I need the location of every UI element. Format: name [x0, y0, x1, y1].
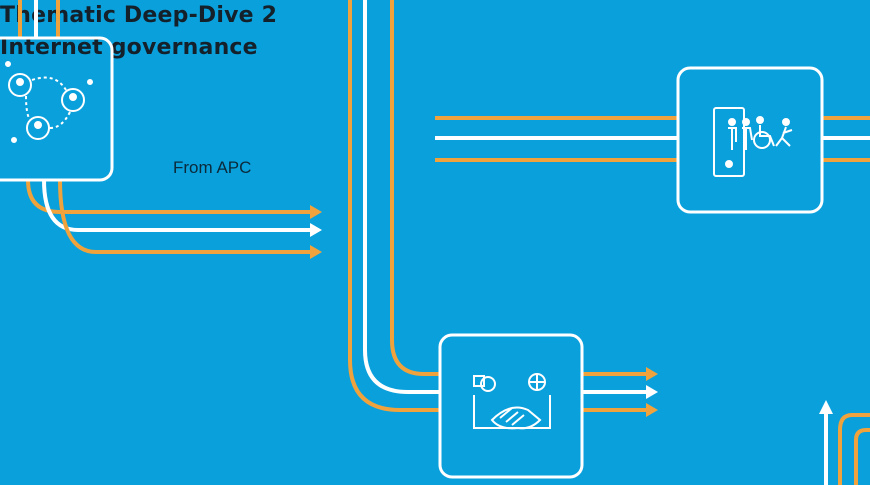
from-apc-connector: [26, 179, 312, 254]
bottom-connector: [582, 367, 658, 417]
accessibility-box: [676, 66, 824, 214]
handshake-partnership-icon: [473, 373, 551, 430]
community-network-icon: [5, 61, 93, 143]
from-apc-label: From APC: [173, 158, 252, 177]
arrowhead-white-1: [310, 223, 322, 237]
bottom-right-connector: [819, 400, 870, 485]
top-left-connector: [18, 0, 60, 38]
accessibility-icon: [713, 107, 793, 177]
center-connector: [348, 0, 440, 412]
deep-dive-title-line1: Thematic Deep-Dive 2: [0, 3, 278, 28]
right-connector: [435, 116, 870, 162]
arrowhead-orange-2: [310, 245, 322, 259]
partnership-box: [438, 333, 584, 479]
community-box: [0, 36, 114, 182]
arrowhead-orange-1: [310, 205, 322, 219]
